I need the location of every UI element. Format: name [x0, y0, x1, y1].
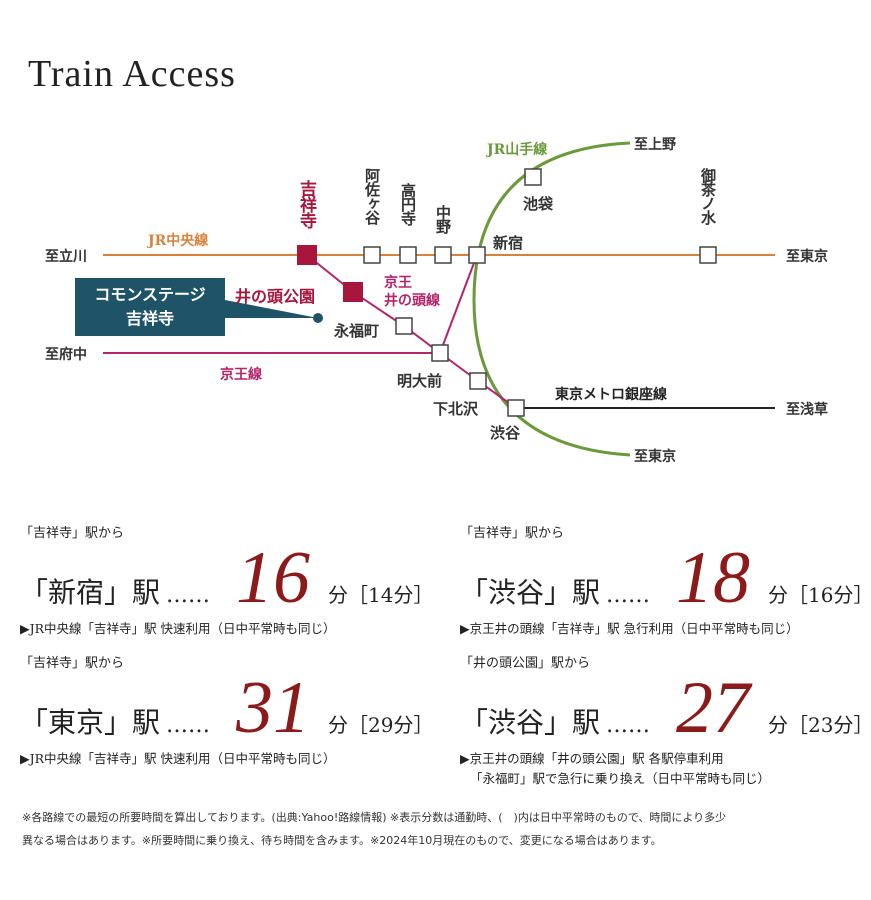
property-name-line2: 吉祥寺	[125, 309, 174, 328]
route-block-inokashira-koen-shibuya: 「井の頭公園」駅から 「渋谷」駅…… 27 分［23分］ ▶京王井の頭線「井の頭公園…	[460, 652, 871, 789]
route-offpeak-minutes: ［29分］	[348, 713, 434, 737]
station-label-inokashira-koen: 井の頭公園	[235, 287, 316, 306]
route-origin: 「吉祥寺」駅から	[460, 526, 565, 541]
route-note: ▶京王井の頭線「吉祥寺」駅 急行利用（日中平常時も同じ）	[460, 621, 799, 636]
station-label-shinjuku: 新宿	[493, 234, 524, 252]
station-koenji	[399, 246, 417, 264]
station-eifukucho	[395, 317, 413, 335]
station-label-meidaimae: 明大前	[397, 372, 443, 390]
route-minutes: 31	[236, 667, 311, 749]
property-location-dot	[313, 313, 323, 323]
route-offpeak-minutes: ［16分］	[788, 583, 871, 607]
station-label-asagaya: 阿佐ヶ谷	[363, 168, 381, 224]
keio-line-label: 京王線	[220, 367, 262, 383]
station-asagaya	[363, 246, 381, 264]
route-block-kichijoji-shibuya: 「吉祥寺」駅から 「渋谷」駅…… 18 分［16分］ ▶京王井の頭線「吉祥寺」駅 急…	[460, 522, 871, 639]
property-label: コモンステージ 吉祥寺	[75, 278, 225, 336]
footnote-line-2: 異なる場合はあります。※所要時間に乗り換え、待ち時間を含みます。※2024年10…	[22, 834, 662, 847]
minutes-unit: 分	[328, 713, 349, 737]
minutes-unit: 分	[768, 713, 789, 737]
footnote: ※各路線での最短の所要時間を算出しております。(出典:Yahoo!路線情報) ※…	[22, 806, 862, 852]
route-note: ▶京王井の頭線「井の頭公園」駅 各駅停車利用	[460, 751, 724, 766]
station-kichijoji	[297, 245, 317, 265]
station-label-eifukucho: 永福町	[334, 322, 380, 340]
station-meidaimae	[431, 344, 449, 362]
direction-tokyo-yamanote: 至東京	[634, 449, 676, 465]
route-origin: 「吉祥寺」駅から	[20, 656, 125, 671]
route-minutes: 27	[676, 667, 751, 749]
station-label-ochanomizu: 御茶ノ水	[699, 168, 717, 224]
footnote-line-1: ※各路線での最短の所要時間を算出しております。(出典:Yahoo!路線情報) ※…	[22, 811, 727, 824]
property-name-line1: コモンステージ	[94, 285, 206, 304]
property-pointer	[225, 300, 318, 318]
station-label-koenji: 高円寺	[399, 183, 417, 225]
station-label-shibuya: 渋谷	[490, 424, 521, 442]
station-shimokitazawa	[469, 372, 487, 390]
station-label-shimokitazawa: 下北沢	[433, 400, 479, 418]
route-map	[103, 141, 775, 457]
page-title: Train Access	[28, 53, 236, 95]
route-origin: 「吉祥寺」駅から	[20, 526, 125, 541]
station-ikebukuro	[524, 168, 542, 186]
direction-ueno: 至上野	[634, 137, 676, 153]
leader-dots: ……	[606, 713, 651, 738]
route-offpeak-minutes: ［23分］	[788, 713, 871, 737]
route-block-kichijoji-tokyo: 「吉祥寺」駅から 「東京」駅…… 31 分［29分］ ▶JR中央線「吉祥寺」駅 快速…	[20, 652, 433, 769]
direction-fuchu: 至府中	[45, 347, 87, 363]
minutes-unit: 分	[328, 583, 349, 607]
station-label-kichijoji: 吉祥寺	[296, 180, 316, 228]
route-destination: 「新宿」駅	[20, 576, 161, 609]
station-ochanomizu	[699, 246, 717, 264]
route-destination: 「渋谷」駅	[460, 706, 601, 739]
yamanote-line-label: JR山手線	[487, 142, 548, 158]
leader-dots: ……	[166, 713, 211, 738]
station-shibuya	[507, 399, 525, 417]
route-destination: 「渋谷」駅	[460, 576, 601, 609]
station-inokashira-koen	[343, 282, 363, 302]
route-origin: 「井の頭公園」駅から	[460, 656, 591, 671]
inokashira-line-label-1: 京王	[384, 275, 412, 291]
keio-line-shinjuku	[439, 254, 478, 354]
station-shinjuku	[468, 246, 486, 264]
leader-dots: ……	[606, 583, 651, 608]
direction-tachikawa: 至立川	[45, 249, 87, 265]
route-note: ▶JR中央線「吉祥寺」駅 快速利用（日中平常時も同じ）	[20, 751, 336, 766]
ginza-line-label: 東京メトロ銀座線	[555, 387, 667, 403]
station-label-nakano: 中野	[434, 205, 452, 233]
station-nakano	[434, 246, 452, 264]
direction-asakusa: 至浅草	[786, 402, 828, 418]
yamanote-line	[472, 141, 631, 457]
inokashira-line-label-2: 井の頭線	[384, 293, 440, 309]
minutes-unit: 分	[768, 583, 789, 607]
direction-tokyo-chuo: 至東京	[786, 249, 828, 265]
route-destination: 「東京」駅	[20, 706, 161, 739]
station-label-ikebukuro: 池袋	[523, 195, 554, 213]
route-note: ▶JR中央線「吉祥寺」駅 快速利用（日中平常時も同じ）	[20, 621, 336, 636]
chuo-line-label: JR中央線	[148, 233, 209, 249]
route-block-kichijoji-shinjuku: 「吉祥寺」駅から 「新宿」駅…… 16 分［14分］ ▶JR中央線「吉祥寺」駅 快速…	[20, 522, 433, 639]
route-offpeak-minutes: ［14分］	[348, 583, 434, 607]
route-minutes: 18	[676, 537, 751, 619]
leader-dots: ……	[166, 583, 211, 608]
route-note-transfer: 「永福町」駅で急行に乗り換え（日中平常時も同じ）	[470, 771, 771, 786]
route-minutes: 16	[236, 537, 311, 619]
